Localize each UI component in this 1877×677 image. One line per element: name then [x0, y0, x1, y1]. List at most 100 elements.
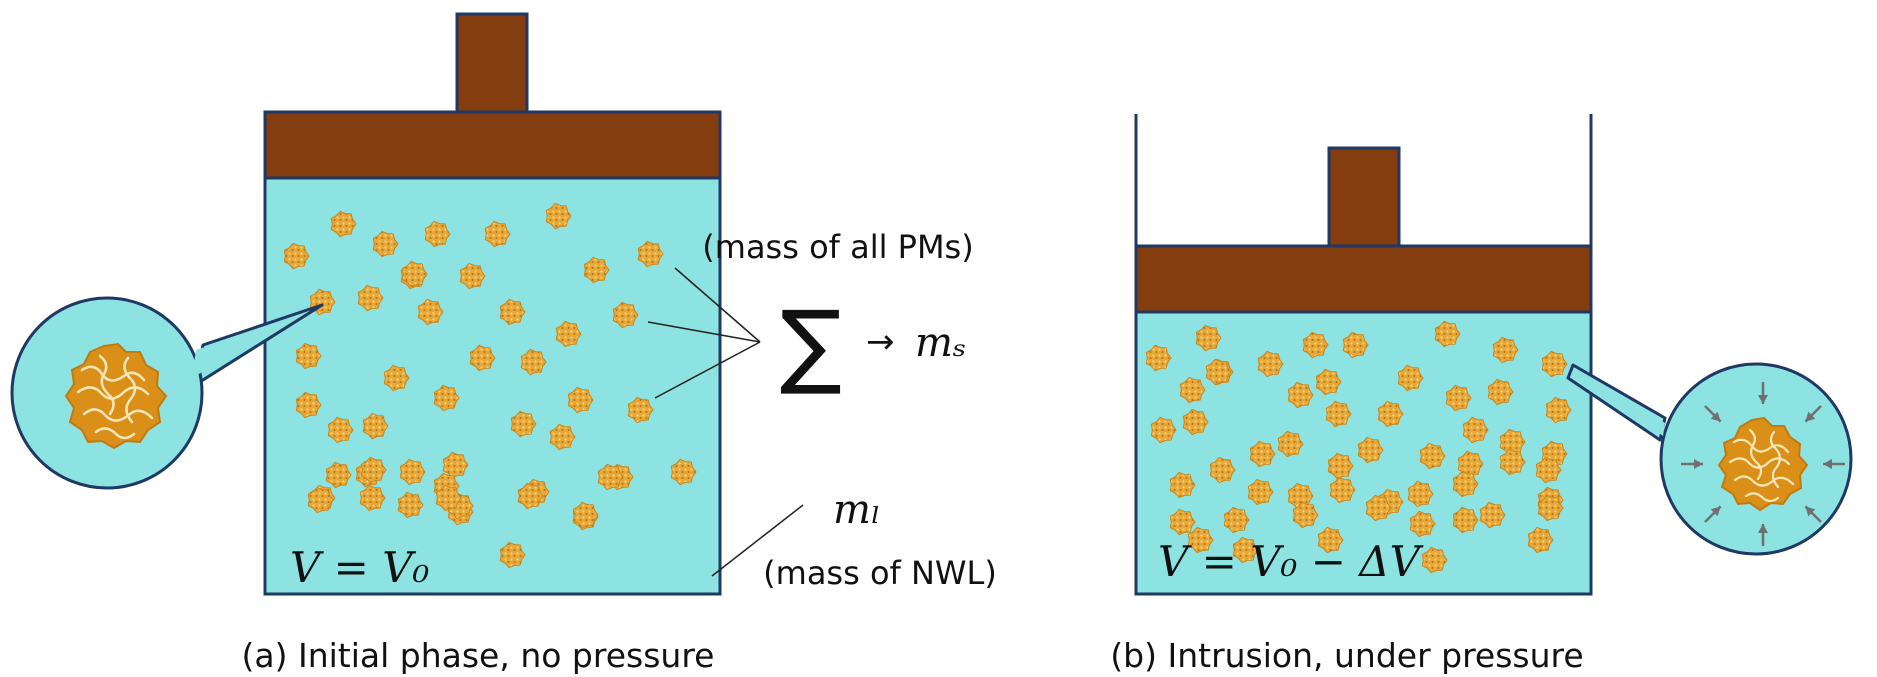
- magnified-particle-a: [64, 342, 168, 450]
- particle: [417, 298, 444, 326]
- particle: [1479, 501, 1506, 529]
- particle: [435, 484, 462, 512]
- particle: [1492, 336, 1519, 364]
- particle: [1287, 381, 1314, 409]
- callout-pointer-b: [1566, 363, 1667, 442]
- sum-symbol: ∑: [780, 291, 842, 398]
- particle: [325, 461, 352, 489]
- particle: [1169, 471, 1196, 499]
- particle: [424, 220, 451, 248]
- leader-line-1: [674, 267, 761, 343]
- particle: [383, 364, 410, 392]
- particle: [637, 240, 664, 268]
- particle: [401, 260, 428, 288]
- particle: [327, 416, 354, 444]
- particle: [1537, 494, 1564, 522]
- particle: [1419, 442, 1446, 470]
- particle: [283, 242, 310, 270]
- particle: [1545, 396, 1572, 424]
- compression-arrow-head: [1805, 411, 1816, 422]
- particle: [567, 386, 594, 414]
- particle: [549, 423, 576, 451]
- particle: [330, 210, 357, 238]
- particle: [572, 501, 599, 529]
- particle: [459, 262, 486, 290]
- particle: [583, 256, 610, 284]
- particles-a: [283, 202, 697, 569]
- particle: [1150, 416, 1177, 444]
- compression-arrow-head: [1710, 506, 1721, 517]
- particle: [1421, 546, 1448, 574]
- particle: [1452, 470, 1479, 498]
- particle: [1445, 384, 1472, 412]
- particle: [1377, 400, 1404, 428]
- particle: [555, 320, 582, 348]
- particle: [357, 284, 384, 312]
- particle: [1541, 350, 1568, 378]
- compression-arrow-head: [1805, 506, 1816, 517]
- particle: [1462, 416, 1489, 444]
- particle: [1315, 368, 1342, 396]
- particle: [1249, 440, 1276, 468]
- piston-head-b: [1134, 244, 1593, 314]
- particle: [1329, 476, 1356, 504]
- particle: [362, 412, 389, 440]
- magnified-particle-b: [1717, 416, 1809, 512]
- particle: [520, 348, 547, 376]
- particle: [442, 451, 469, 479]
- particle: [1317, 526, 1344, 554]
- compression-arrow-head: [1694, 459, 1703, 469]
- particle: [295, 391, 322, 419]
- volume-label-b: V = V₀ − ΔV: [1158, 537, 1424, 586]
- particle: [1232, 536, 1259, 564]
- liquid-note: (mass of NWL): [763, 554, 997, 592]
- particle: [397, 491, 424, 519]
- piston-rod-b: [1327, 146, 1401, 248]
- particle: [1277, 430, 1304, 458]
- particle: [399, 458, 426, 486]
- particle: [1357, 436, 1384, 464]
- particle: [433, 384, 460, 412]
- particle: [1397, 364, 1424, 392]
- particle: [1487, 378, 1514, 406]
- volume-label-a: V = V₀: [290, 543, 430, 592]
- particle: [510, 410, 537, 438]
- particle: [627, 396, 654, 424]
- particle: [1409, 510, 1436, 538]
- sum-note: (mass of all PMs): [702, 228, 973, 266]
- particle: [1169, 508, 1196, 536]
- compression-arrows: [1681, 382, 1845, 546]
- particle: [1499, 448, 1526, 476]
- liquid-symbol: mₗ: [833, 487, 881, 533]
- particle: [1452, 506, 1479, 534]
- caption-a: (a) Initial phase, no pressure: [242, 636, 715, 675]
- particle: [1407, 480, 1434, 508]
- particle: [372, 230, 399, 258]
- particle: [1223, 506, 1250, 534]
- particle: [597, 463, 624, 491]
- particle: [1195, 324, 1222, 352]
- compression-arrow-head: [1758, 395, 1768, 404]
- compression-arrow-head: [1758, 524, 1768, 533]
- particle: [1257, 350, 1284, 378]
- particle: [1145, 344, 1172, 372]
- particle: [1302, 331, 1329, 359]
- particle: [1535, 456, 1562, 484]
- caption-b: (b) Intrusion, under pressure: [1110, 636, 1583, 675]
- particle: [499, 298, 526, 326]
- particle: [484, 220, 511, 248]
- particle: [1325, 400, 1352, 428]
- sum-arrow: →: [866, 322, 895, 362]
- particle: [1182, 408, 1209, 436]
- callout-pointer-cover-a: [192, 315, 300, 378]
- compression-arrow-head: [1823, 459, 1832, 469]
- particle: [1457, 450, 1484, 478]
- compression-arrow-head: [1710, 411, 1721, 422]
- particle: [1209, 456, 1236, 484]
- particle: [545, 202, 572, 230]
- particle: [1342, 331, 1369, 359]
- leader-line-liquid: [711, 504, 804, 577]
- particles-b: [1145, 320, 1572, 574]
- particle: [1434, 320, 1461, 348]
- particle: [307, 486, 334, 514]
